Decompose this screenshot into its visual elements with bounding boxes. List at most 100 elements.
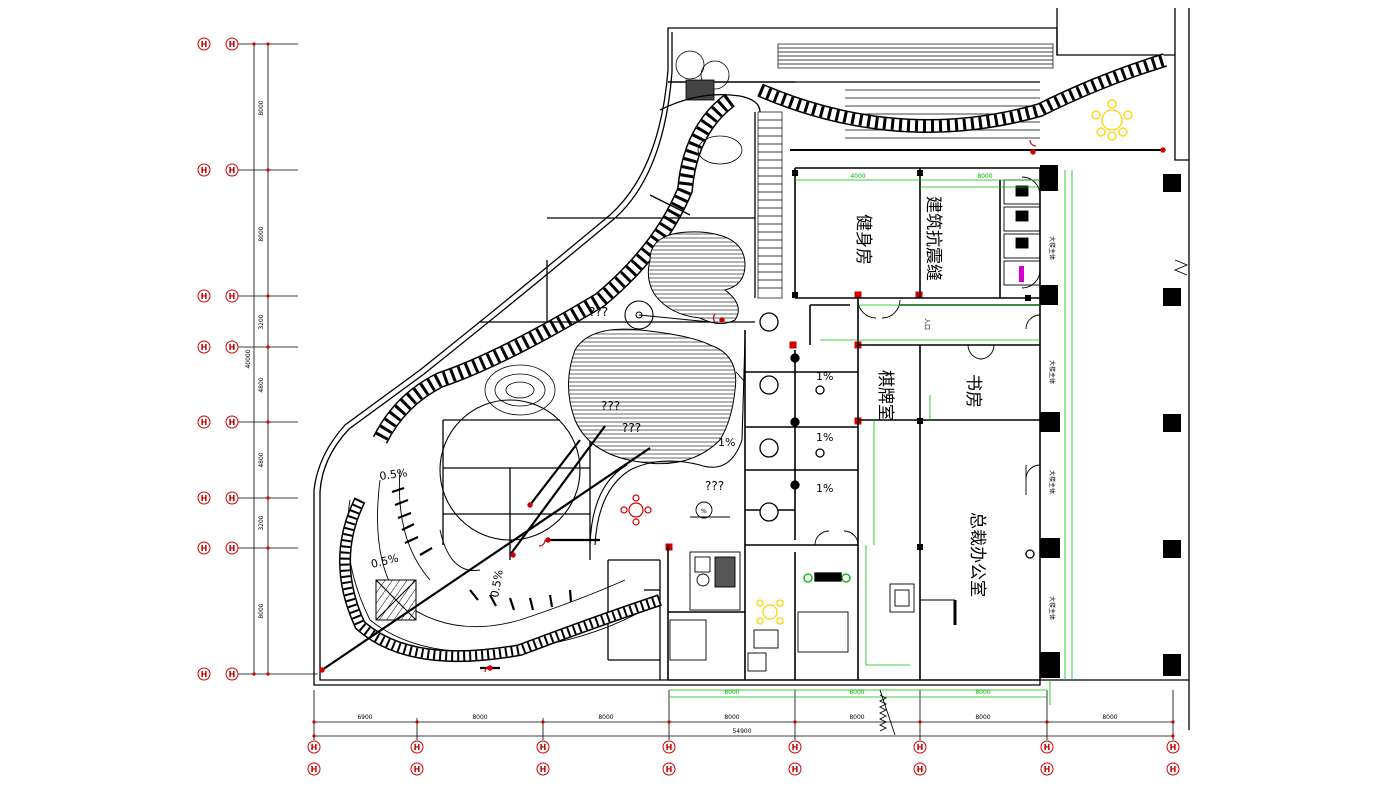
main-structure-label: 大楼主体 xyxy=(1048,236,1056,260)
slope-label: 1% xyxy=(816,370,833,383)
bottom-axis-ticks xyxy=(312,720,1175,738)
slope-label: 1% xyxy=(718,436,735,449)
axis-label: H xyxy=(666,743,673,752)
slope-label: % xyxy=(701,508,707,515)
axis-label: H xyxy=(229,494,236,503)
axis-label: H xyxy=(229,40,236,49)
unknown-labels: ??? ??? ??? ??? xyxy=(589,305,724,493)
axis-label: H xyxy=(414,765,421,774)
axis-label: H xyxy=(792,765,799,774)
axis-label: H xyxy=(201,343,208,352)
axis-label: H xyxy=(1170,743,1177,752)
unknown-label: ??? xyxy=(601,399,620,413)
slope-label: 1% xyxy=(816,431,833,444)
room-label-chess-room: 棋牌室 xyxy=(875,370,895,421)
yellow-table-top xyxy=(1091,99,1133,141)
axis-label: H xyxy=(201,494,208,503)
axis-label: H xyxy=(201,166,208,175)
top-railings xyxy=(668,43,1165,151)
room-labels: 健身房 建筑抗震缝 棋牌室 书房 总裁办公室 入口 xyxy=(853,196,987,597)
room-label-entrance: 入口 xyxy=(923,318,930,330)
axis-label: H xyxy=(229,670,236,679)
bottom-dim: 8000 xyxy=(472,714,487,721)
bamboo-columns xyxy=(759,312,1035,559)
slope-label: 0.5% xyxy=(379,466,408,483)
bottom-dim: 8000 xyxy=(598,714,613,721)
axis-label: H xyxy=(311,743,318,752)
axis-label: H xyxy=(311,765,318,774)
unknown-label: ??? xyxy=(705,479,724,493)
left-dim: 3200 xyxy=(258,515,265,530)
axis-label: H xyxy=(917,765,924,774)
green-dim: 8000 xyxy=(975,689,990,696)
axis-label: H xyxy=(201,40,208,49)
left-axis-ticks xyxy=(252,42,270,676)
magenta-marker xyxy=(1019,266,1024,282)
left-total-dim: 40000 xyxy=(245,349,252,368)
bottom-dim: 8000 xyxy=(724,714,739,721)
slope-labels: 1% 1% 1% 1% 0.5% 0.5% 0.5% % xyxy=(370,370,834,599)
red-table xyxy=(484,139,1037,673)
green-dimension-lines xyxy=(669,170,1073,705)
green-dim: 8000 xyxy=(724,689,739,696)
yellow-table-low xyxy=(756,599,784,625)
room-label-ceo-office: 总裁办公室 xyxy=(967,512,987,597)
axis-label: H xyxy=(229,343,236,352)
bottom-axis-grid xyxy=(313,690,1174,740)
axis-label: H xyxy=(201,544,208,553)
bottom-dim: 8000 xyxy=(1102,714,1117,721)
main-structure-label: 大楼主体 xyxy=(1048,596,1056,620)
axis-label: H xyxy=(201,418,208,427)
axis-label: H xyxy=(201,670,208,679)
axis-label: H xyxy=(917,743,924,752)
bottom-axis-bubble-labels: H H H H H H H H H H H H H H H H xyxy=(311,743,1177,774)
pipe-lines xyxy=(321,425,651,671)
pool-upper xyxy=(647,231,746,324)
stairs xyxy=(757,111,783,299)
bottom-dimension-texts: 6900 8000 8000 8000 8000 8000 8000 54900 xyxy=(357,714,1117,735)
left-axis-bubble-labels: H H H H H H H H H H H H H H H H xyxy=(201,40,236,679)
left-axis-bubbles xyxy=(197,37,239,681)
left-dim: 4800 xyxy=(258,377,265,392)
pool-lower xyxy=(568,328,737,465)
main-structure-label: 大楼主体 xyxy=(1048,470,1056,494)
axis-label: H xyxy=(1044,765,1051,774)
axis-label: H xyxy=(201,292,208,301)
axis-label: H xyxy=(229,544,236,553)
restroom-fixtures xyxy=(669,179,1041,672)
winding-path-lower xyxy=(339,497,662,663)
left-dim: 8000 xyxy=(258,100,265,115)
slope-label: 0.5% xyxy=(488,569,506,599)
left-dimension-texts: 8000 8000 3200 4800 4800 3200 8000 40000 xyxy=(245,100,265,618)
axis-label: H xyxy=(1170,765,1177,774)
doors xyxy=(814,176,1041,546)
green-dim: 8000 xyxy=(977,173,992,180)
axis-label: H xyxy=(540,765,547,774)
left-dim: 8000 xyxy=(258,226,265,241)
left-dim: 4800 xyxy=(258,452,265,467)
left-dim: 3200 xyxy=(258,314,265,329)
bottom-dim: 6900 xyxy=(357,714,372,721)
axis-label: H xyxy=(229,166,236,175)
room-label-gym: 健身房 xyxy=(853,214,873,265)
axis-label: H xyxy=(414,743,421,752)
bottom-dim: 8000 xyxy=(975,714,990,721)
slope-label: 0.5% xyxy=(370,552,400,571)
terrace-steps xyxy=(391,486,573,611)
building-columns xyxy=(792,165,1181,678)
axis-label: H xyxy=(229,418,236,427)
main-structure-labels: 大楼主体 大楼主体 大楼主体 大楼主体 xyxy=(1048,236,1056,620)
bottom-dim: 8000 xyxy=(849,714,864,721)
axis-label: H xyxy=(792,743,799,752)
green-dimension-texts: 4000 8000 8000 8000 8000 xyxy=(724,173,992,696)
stone-path xyxy=(372,53,1168,444)
level-markers xyxy=(690,259,1189,736)
hatched-square xyxy=(375,579,417,621)
green-fixtures xyxy=(803,572,851,583)
axis-label: H xyxy=(1044,743,1051,752)
bottom-total-dim: 54900 xyxy=(732,728,751,735)
room-label-seismic-joint: 建筑抗震缝 xyxy=(923,196,943,281)
room-label-study: 书房 xyxy=(963,374,983,408)
